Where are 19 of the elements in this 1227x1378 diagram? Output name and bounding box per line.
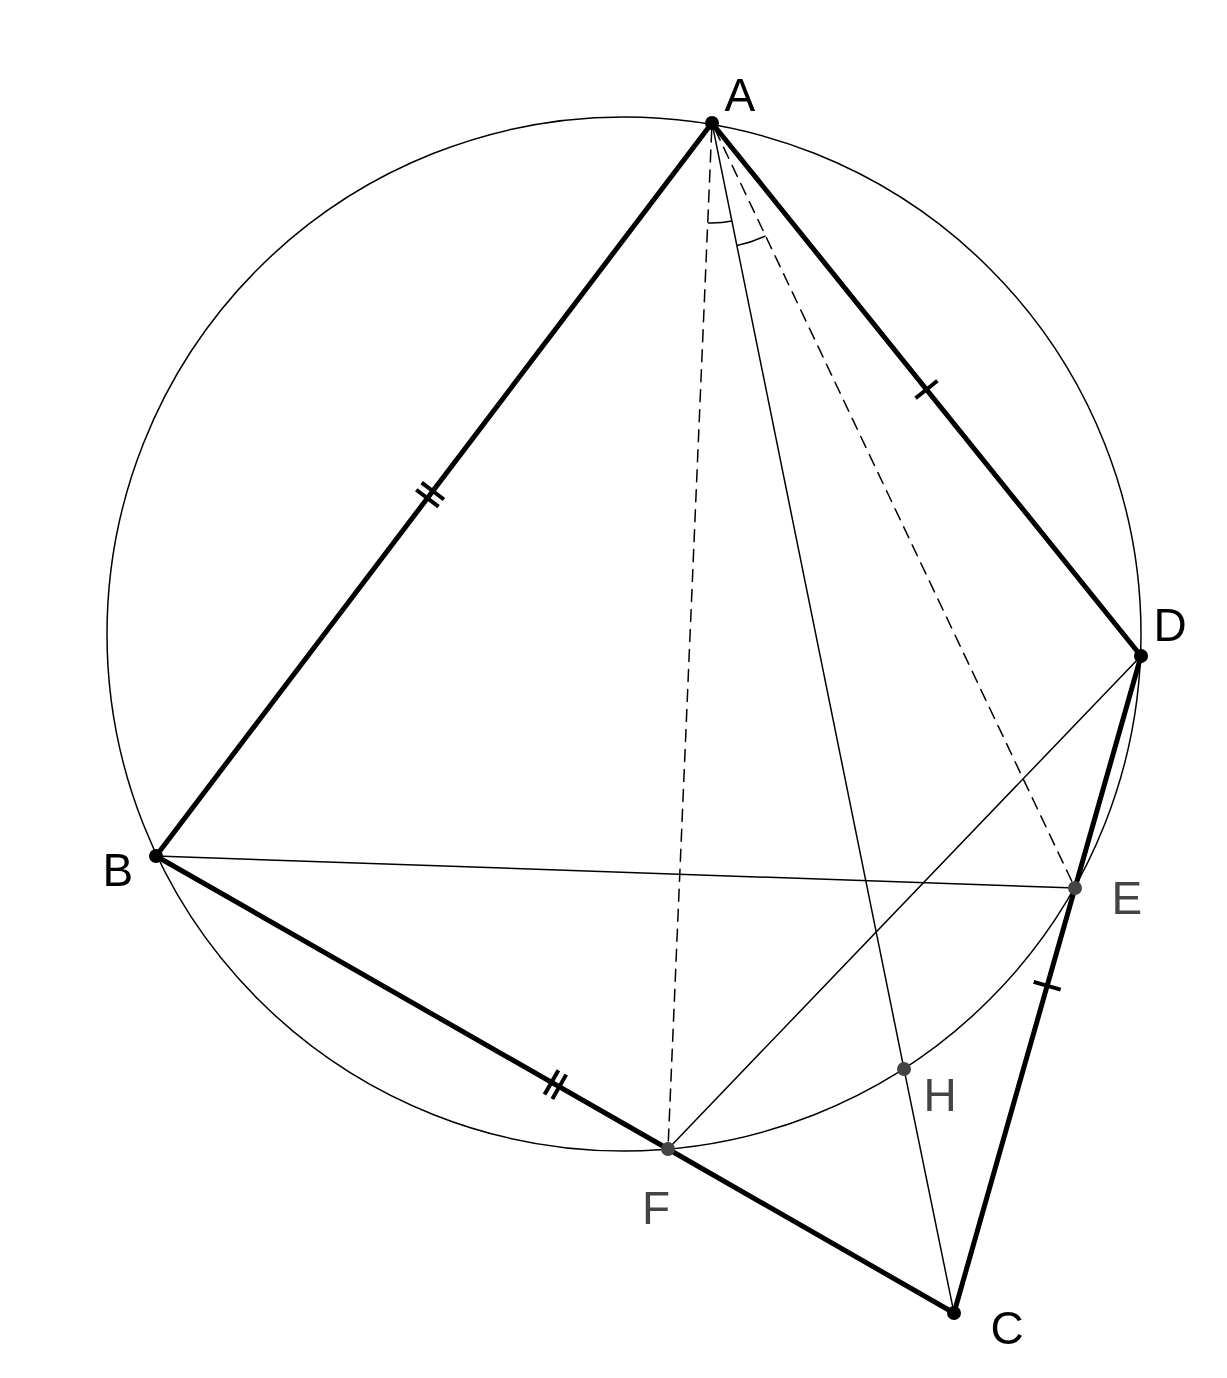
line-segment	[162, 855, 1069, 889]
line-segment	[714, 128, 1073, 883]
line-segment	[713, 125, 1140, 654]
line-segment	[953, 892, 1076, 1309]
line-segment	[672, 660, 1137, 1145]
point-label: E	[1111, 875, 1143, 921]
point-label: C	[990, 1305, 1024, 1351]
point-label: B	[102, 847, 134, 893]
line-segment	[667, 129, 713, 1143]
point-label: F	[642, 1185, 671, 1231]
line-segment	[159, 857, 665, 1148]
point-label: H	[923, 1072, 957, 1118]
line-segment	[712, 129, 904, 1063]
line-segment	[904, 1075, 954, 1307]
line-segment	[671, 1150, 951, 1312]
point-label: D	[1153, 602, 1187, 648]
line-segment	[157, 126, 711, 853]
line-segment	[1074, 660, 1142, 884]
point-label: A	[724, 72, 756, 118]
